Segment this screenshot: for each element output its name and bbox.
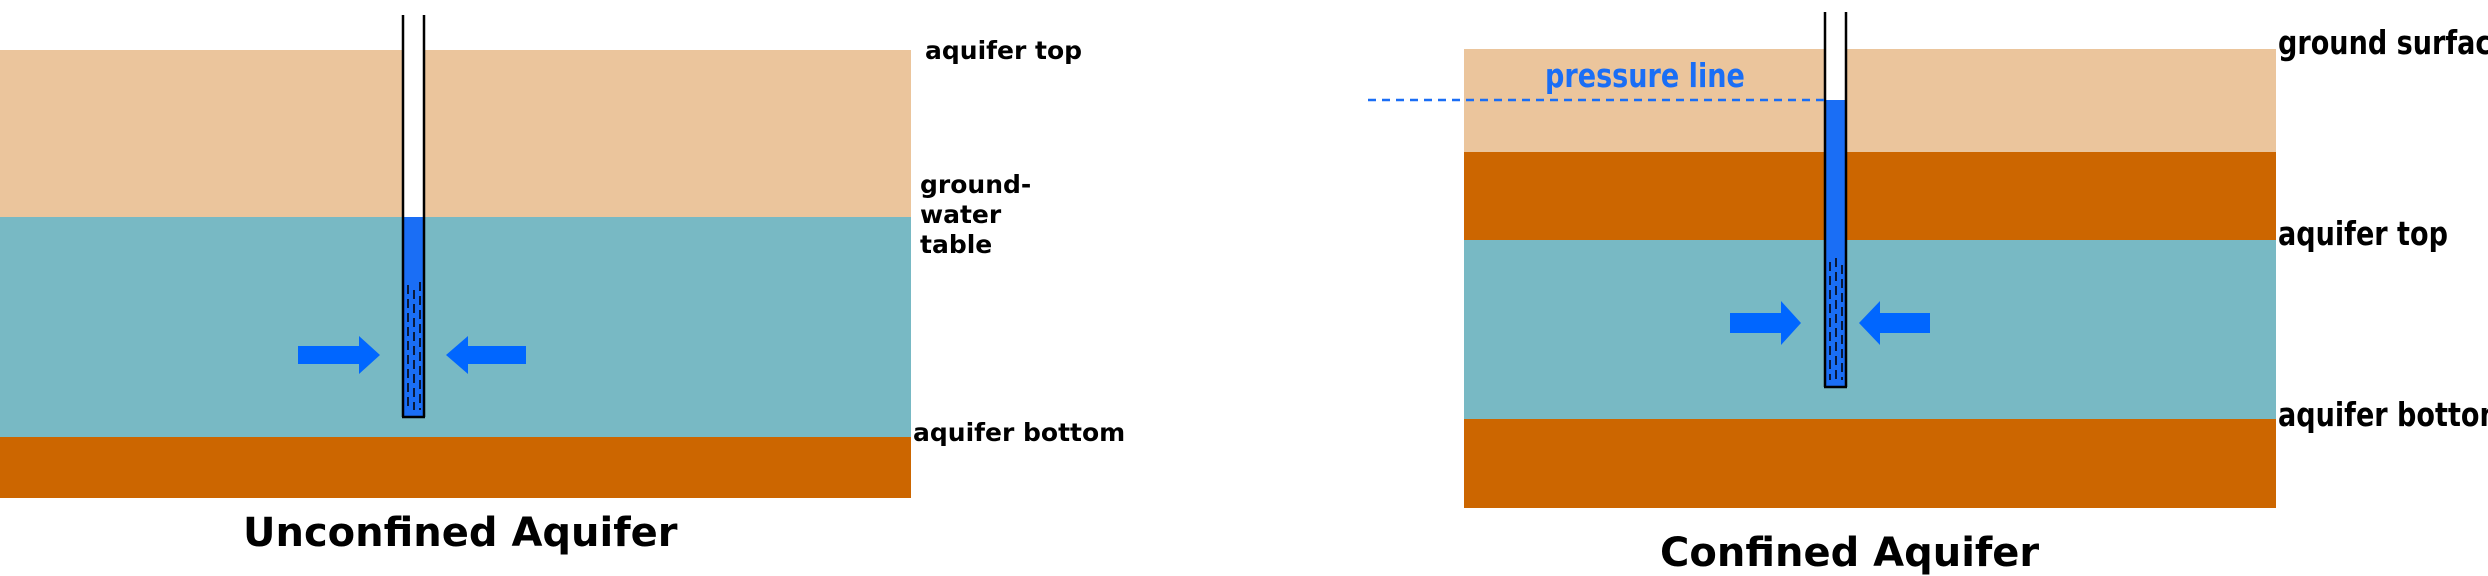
unconfined-label-aquifer-bottom: aquifer bottom — [913, 418, 1126, 447]
unconfined-label-groundwater-3: table — [920, 230, 993, 259]
unconfined-well-screen — [407, 282, 421, 410]
unconfined-aquifer-layer — [0, 217, 911, 437]
unconfined-label-aquifer-top: aquifer top — [925, 36, 1083, 65]
confined-well — [1823, 12, 1848, 389]
unconfined-label-groundwater-2: water — [920, 200, 1002, 229]
confined-flow-arrows — [1730, 301, 1930, 345]
pressure-line-label: pressure line — [1545, 56, 1745, 95]
confined-well-casing-dry — [1825, 12, 1846, 100]
unconfined-unsaturated-layer — [0, 50, 911, 217]
unconfined-well-water — [403, 217, 424, 417]
unconfined-well-casing-dry — [403, 15, 424, 217]
unconfined-title: Unconfined Aquifer — [243, 510, 678, 556]
confined-arrow-right — [1730, 301, 1801, 345]
confined-label-aquifer-top: aquifer top — [2278, 214, 2448, 253]
unconfined-well — [401, 15, 426, 419]
unconfined-bottom-layer — [0, 437, 911, 498]
unconfined-arrow-right — [298, 336, 380, 374]
unconfined-flow-arrows — [298, 336, 526, 374]
unconfined-label-groundwater-1: ground- — [920, 170, 1032, 199]
confined-well-water — [1825, 100, 1846, 387]
confined-label-ground-surface: ground surface — [2278, 23, 2488, 62]
confined-arrow-left — [1859, 301, 1930, 345]
unconfined-arrow-left — [446, 336, 526, 374]
confined-top-confining-layer — [1464, 152, 2276, 240]
confined-bottom-confining-layer — [1464, 419, 2276, 508]
confined-title: Confined Aquifer — [1660, 530, 2040, 576]
confined-label-aquifer-bottom: aquifer bottom — [2278, 395, 2488, 434]
confined-well-screen — [1829, 258, 1843, 380]
